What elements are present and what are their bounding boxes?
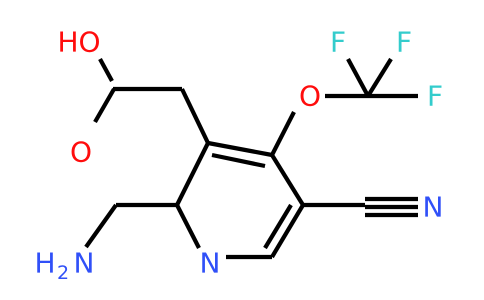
bond-ho-c	[98, 57, 114, 83]
bonds	[84, 57, 418, 260]
bond-ring-c4-c5	[270, 153, 305, 207]
bond-ring-n-c2	[175, 204, 201, 249]
atom-n-ring: N	[200, 247, 221, 280]
bond-ring-c3-c4	[207, 140, 273, 158]
atom-nh2-n: N	[74, 247, 95, 280]
bond-ring-c2-c3	[175, 142, 210, 206]
bond-c-f1	[346, 58, 370, 97]
atom-labels: HO O O F F F N N H 2 N	[34, 26, 443, 285]
atom-n-nitrile: N	[423, 191, 444, 224]
bond-c4-o	[270, 111, 296, 156]
bond-ch2-ring	[180, 88, 210, 144]
bond-ch2-nh2	[84, 203, 118, 249]
atom-f2: F	[396, 26, 412, 59]
atom-o-carbonyl: O	[70, 136, 92, 169]
bond-ring-c3-c4-inner	[211, 152, 266, 169]
atom-nh2-h: H	[34, 247, 55, 280]
atom-o-ether: O	[299, 80, 321, 113]
bond-ring-c5-c6	[270, 203, 305, 259]
atom-f1: F	[330, 26, 346, 59]
atom-nh2-subscript: 2	[57, 262, 69, 284]
bond-c-o-double-a	[93, 87, 116, 124]
bond-ring-c5-c6-inner	[263, 203, 293, 250]
atom-ho: HO	[57, 26, 100, 59]
atom-f3: F	[427, 80, 443, 113]
bond-c-f2	[366, 57, 393, 98]
